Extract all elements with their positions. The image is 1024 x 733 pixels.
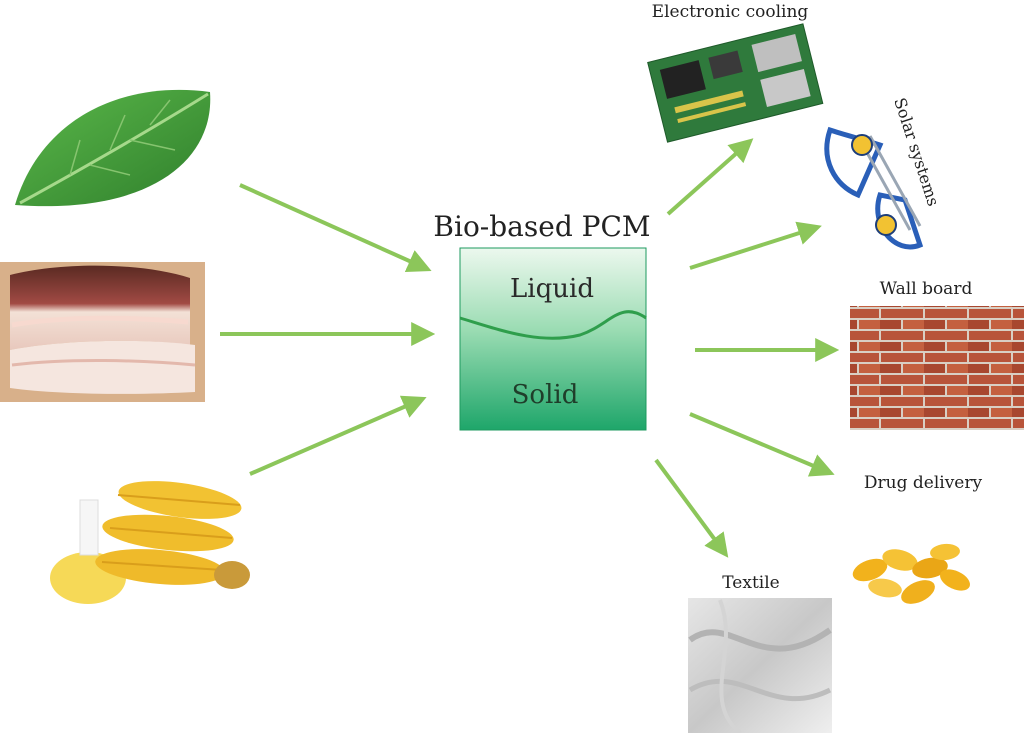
solar-collector-image [824, 126, 924, 250]
arrow-leaf-to-pcm [239, 183, 432, 273]
leaf-image [15, 89, 211, 207]
output-arrows [654, 138, 840, 558]
corn-oil-image [50, 481, 250, 604]
solid-label: Solid [512, 380, 579, 410]
arrow-to-electronic-cooling [666, 138, 754, 216]
arrow-to-textile [654, 458, 729, 558]
textile-app: Textile [688, 573, 832, 733]
solar-systems-label: Solar systems [890, 95, 943, 208]
input-arrows [220, 183, 436, 476]
phase-boundary-curve [459, 310, 647, 340]
wall-board-app: Wall board [850, 279, 1024, 430]
wall-board-label: Wall board [880, 279, 973, 299]
arrow-to-drug-delivery [689, 412, 835, 477]
arrow-to-solar-systems [689, 221, 822, 270]
arrow-corn-to-pcm [249, 395, 427, 476]
brick-wall-image [850, 306, 1024, 430]
electronic-cooling-label: Electronic cooling [652, 2, 809, 22]
textile-label: Textile [722, 573, 779, 593]
capsules-image [852, 543, 970, 604]
fabric-image [688, 598, 832, 733]
pcm-block: Bio-based PCM Liquid Solid [433, 210, 651, 431]
animal-fat-image [0, 262, 205, 402]
liquid-label: Liquid [510, 274, 594, 304]
drug-delivery-app: Drug delivery [852, 473, 983, 604]
drug-delivery-label: Drug delivery [864, 473, 983, 493]
pcm-title: Bio-based PCM [433, 210, 650, 243]
electronic-cooling-app: Electronic cooling [647, 2, 824, 143]
circuit-board-image [647, 23, 824, 143]
solar-systems-app: Solar systems [824, 95, 943, 250]
